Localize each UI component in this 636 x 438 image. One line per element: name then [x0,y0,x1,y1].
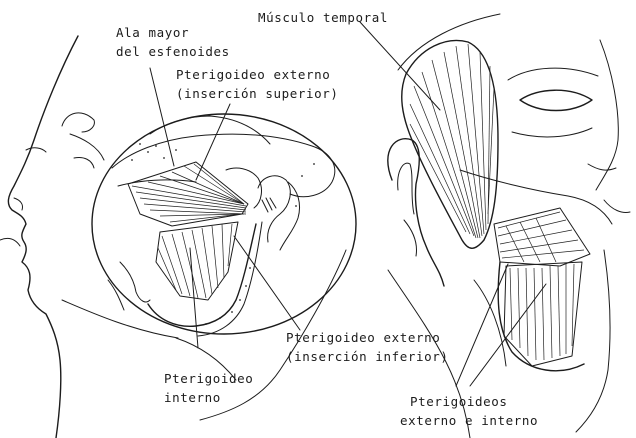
label-lateral-sup-1: Pterigoideo externo [176,67,330,82]
label-lateral-inf-2: (inserción inferior) [286,349,449,364]
label-greater-wing-2: del esfenoides [116,44,230,59]
medial-pterygoid-left [156,222,238,300]
label-medial-2: interno [164,390,221,405]
label-temporal-muscle: Músculo temporal [258,10,388,25]
label-greater-wing-1: Ala mayor [116,25,189,40]
labels: Músculo temporal Ala mayor del esfenoide… [116,10,538,428]
label-lateral-inf-1: Pterigoideo externo [286,330,440,345]
lateral-pterygoid-left [128,162,248,226]
label-lateral-sup-2: (inserción superior) [176,86,339,101]
dissection-circle [92,114,356,336]
label-both-1: Pterigoideos [410,394,508,409]
label-medial-1: Pterigoideo [164,371,253,386]
label-both-2: externo e interno [400,413,538,428]
